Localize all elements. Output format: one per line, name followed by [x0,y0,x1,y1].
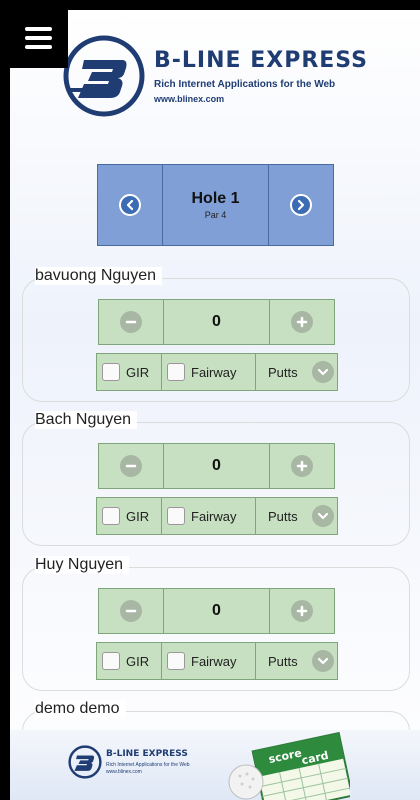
player-name: bavuong Nguyen [35,267,192,285]
prev-hole-button[interactable] [98,165,162,245]
checkbox-icon [102,652,120,670]
player-card: bavuong Nguyen 0 GIR Fairway Putts [22,267,410,402]
checkbox-icon [102,363,120,381]
fairway-label: Fairway [191,508,237,524]
putts-label: Putts [268,364,298,380]
stroke-counter: 0 [98,588,335,634]
gir-label: GIR [126,508,150,524]
brand-url: www.blinex.com [154,94,225,104]
stroke-counter: 0 [98,299,335,345]
fairway-checkbox[interactable]: Fairway [162,353,256,391]
putts-select[interactable]: Putts [256,497,338,535]
chevron-down-icon [312,361,334,383]
player-name: Bach Nguyen [35,411,168,429]
plus-icon [291,600,313,622]
fairway-checkbox[interactable]: Fairway [162,497,256,535]
chevron-left-icon [119,194,141,216]
hamburger-menu-icon[interactable] [10,10,68,68]
fairway-label: Fairway [191,364,237,380]
increase-strokes-button[interactable] [270,300,334,344]
minus-icon [120,311,142,333]
next-hole-button[interactable] [269,165,333,245]
stroke-counter: 0 [98,443,335,489]
hole-options: GIR Fairway Putts [96,497,338,535]
decrease-strokes-button[interactable] [99,589,163,633]
stroke-count: 0 [163,589,270,633]
putts-label: Putts [268,653,298,669]
gir-checkbox[interactable]: GIR [96,642,162,680]
footer-banner: B-LINE EXPRESS Rich Internet Application… [10,730,420,800]
scorecard-golfball-icon: score card [228,732,350,800]
hole-options: GIR Fairway Putts [96,353,338,391]
app-page: B-LINE EXPRESS Rich Internet Application… [10,10,420,800]
scorecard-label-card: card [300,749,329,767]
fairway-checkbox[interactable]: Fairway [162,642,256,680]
gir-checkbox[interactable]: GIR [96,497,162,535]
checkbox-icon [102,507,120,525]
chevron-down-icon [312,650,334,672]
gir-checkbox[interactable]: GIR [96,353,162,391]
minus-icon [120,600,142,622]
footer-brand-subtitle: Rich Internet Applications for the Web [106,762,190,768]
footer-logo: B-LINE EXPRESS Rich Internet Application… [68,745,218,785]
b-line-logo-icon [68,745,102,779]
minus-icon [120,455,142,477]
brand-title: B-LINE EXPRESS [154,48,368,73]
decrease-strokes-button[interactable] [99,444,163,488]
increase-strokes-button[interactable] [270,444,334,488]
checkbox-icon [167,507,185,525]
gir-label: GIR [126,364,150,380]
brand-logo: B-LINE EXPRESS Rich Internet Application… [62,34,392,129]
player-card: Huy Nguyen 0 GIR Fairway Putts [22,556,410,691]
hole-options: GIR Fairway Putts [96,642,338,680]
putts-select[interactable]: Putts [256,353,338,391]
increase-strokes-button[interactable] [270,589,334,633]
footer-brand-title: B-LINE EXPRESS [106,749,188,759]
brand-subtitle: Rich Internet Applications for the Web [154,79,336,90]
player-name: demo demo [35,700,155,718]
stroke-count: 0 [163,444,270,488]
hole-navigator: Hole 1 Par 4 [97,164,334,246]
plus-icon [291,311,313,333]
hole-par: Par 4 [204,210,227,220]
plus-icon [291,455,313,477]
decrease-strokes-button[interactable] [99,300,163,344]
stroke-count: 0 [163,300,270,344]
footer-brand-url: www.blinex.com [106,769,142,775]
player-card: Bach Nguyen 0 GIR Fairway Putts [22,411,410,546]
putts-select[interactable]: Putts [256,642,338,680]
b-line-logo-icon [63,35,145,117]
player-name: Huy Nguyen [35,556,160,574]
checkbox-icon [167,652,185,670]
gir-label: GIR [126,653,150,669]
hole-info: Hole 1 Par 4 [162,165,269,245]
checkbox-icon [167,363,185,381]
chevron-down-icon [312,505,334,527]
hole-title: Hole 1 [191,190,240,207]
fairway-label: Fairway [191,653,237,669]
putts-label: Putts [268,508,298,524]
chevron-right-icon [290,194,312,216]
